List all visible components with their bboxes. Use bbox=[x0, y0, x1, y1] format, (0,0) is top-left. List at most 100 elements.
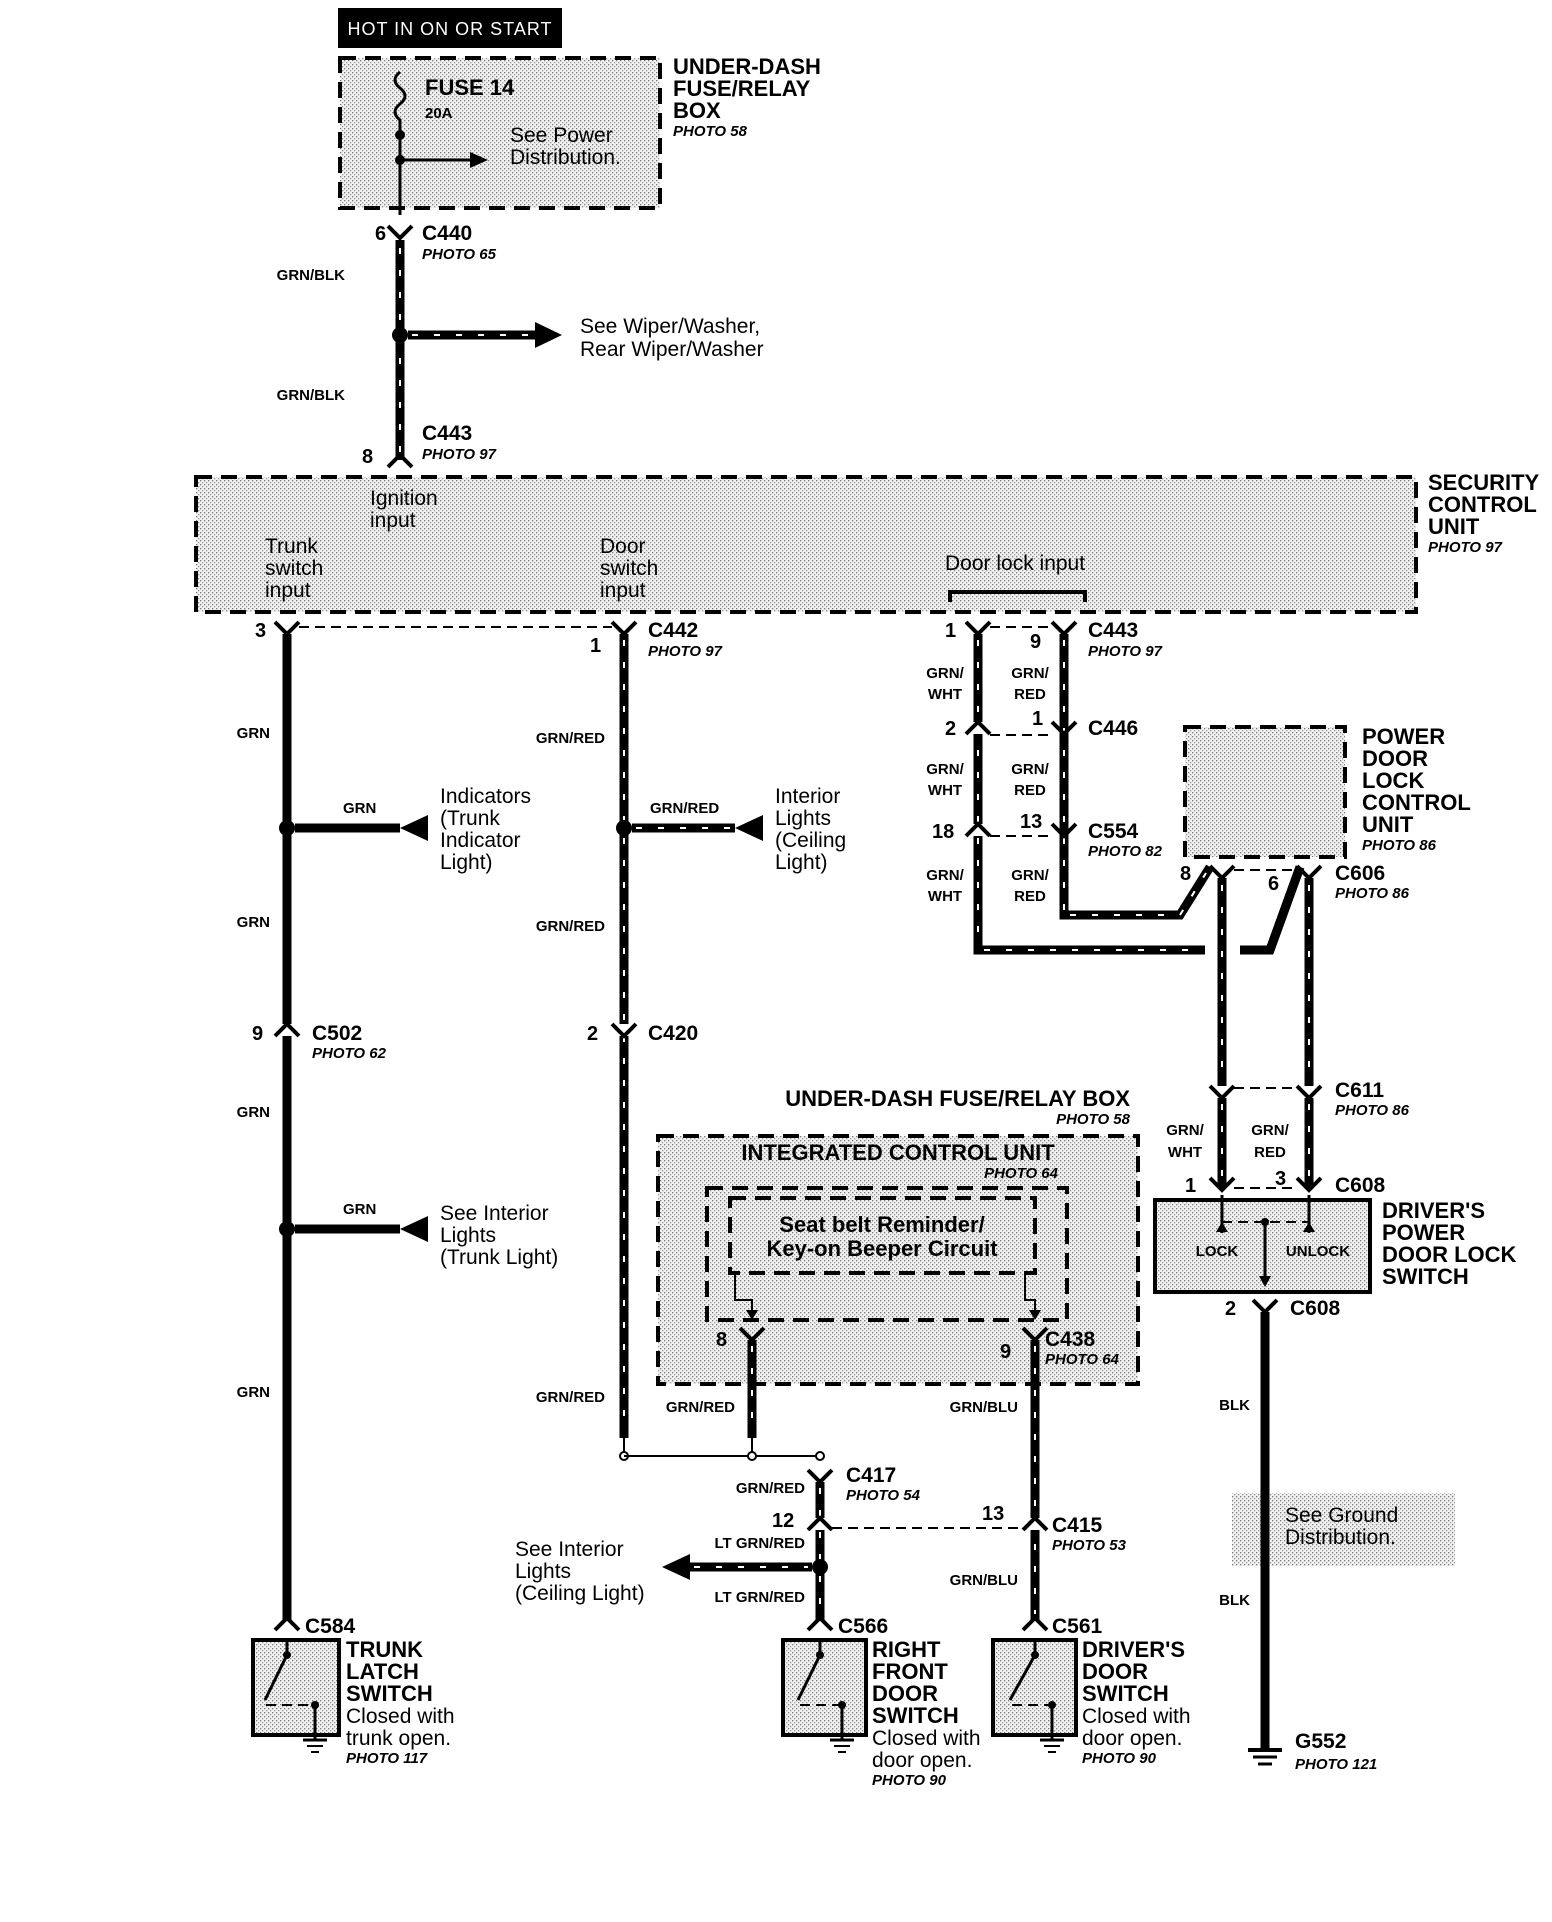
unlock-label: UNLOCK bbox=[1286, 1243, 1350, 1260]
rf-switch-note-2: door open. bbox=[872, 1749, 972, 1772]
lower-fuse-box-title: UNDER-DASH FUSE/RELAY BOX bbox=[785, 1086, 1130, 1111]
trunk-switch-title-2: LATCH bbox=[346, 1659, 419, 1684]
wire-label-grn-wht-1b: WHT bbox=[928, 686, 962, 703]
wire-label-grn-wht-2a: GRN/ bbox=[926, 761, 964, 778]
trunk-input-2: switch bbox=[265, 557, 323, 580]
ceiling-ref-3: (Ceiling Light) bbox=[515, 1582, 645, 1605]
dpdl-title-1: DRIVER'S bbox=[1382, 1198, 1485, 1223]
ignition-input-1: Ignition bbox=[370, 487, 438, 510]
c446-pin-b: 1 bbox=[1032, 708, 1043, 730]
interior-ref-1: Interior bbox=[775, 785, 840, 808]
c446-pin-a: 2 bbox=[945, 718, 956, 740]
c415-photo: PHOTO 53 bbox=[1052, 1537, 1127, 1554]
rf-switch-title-1: RIGHT bbox=[872, 1637, 941, 1662]
c443-lock-pin-a: 1 bbox=[945, 620, 956, 642]
c417-name: C417 bbox=[846, 1464, 896, 1487]
ground-ref-2: Distribution. bbox=[1285, 1526, 1396, 1549]
trunk-switch-note-2: trunk open. bbox=[346, 1727, 451, 1750]
indicators-ref-1: Indicators bbox=[440, 785, 531, 808]
power-door-lock-control-unit: POWER DOOR LOCK CONTROL UNIT PHOTO 86 bbox=[1183, 724, 1471, 859]
icu-title: INTEGRATED CONTROL UNIT bbox=[741, 1140, 1055, 1165]
lower-fuse-box-photo: PHOTO 58 bbox=[1056, 1111, 1131, 1128]
hot-banner-text: HOT IN ON OR START bbox=[347, 19, 552, 39]
seatbelt-line-1: Seat belt Reminder/ bbox=[779, 1212, 984, 1237]
c608-top-name: C608 bbox=[1335, 1174, 1386, 1197]
hot-banner bbox=[338, 8, 562, 48]
g552-photo: PHOTO 121 bbox=[1295, 1756, 1377, 1773]
rf-switch-photo: PHOTO 90 bbox=[872, 1772, 947, 1789]
door-input-1: Door bbox=[600, 535, 646, 558]
c608-top-pin-b: 3 bbox=[1275, 1168, 1286, 1190]
c502-photo: PHOTO 62 bbox=[312, 1045, 387, 1062]
wire-label-grn-red-3a: GRN/ bbox=[1011, 867, 1049, 884]
drv-switch-photo: PHOTO 90 bbox=[1082, 1750, 1157, 1767]
connector-c440: 6 C440 PHOTO 65 bbox=[375, 222, 497, 263]
wire-label-grn-wht-4b: WHT bbox=[1168, 1144, 1202, 1161]
c606-pin-a: 8 bbox=[1180, 863, 1191, 885]
wire-label-grn-red-1: GRN/RED bbox=[536, 730, 605, 747]
ground-g552: G552 PHOTO 121 bbox=[1248, 1730, 1377, 1773]
c554-pin-b: 13 bbox=[1020, 811, 1042, 833]
wire-grn-wht-cross-a bbox=[973, 945, 1205, 955]
pdl-title-5: UNIT bbox=[1362, 812, 1414, 837]
c606-photo: PHOTO 86 bbox=[1335, 885, 1410, 902]
rf-switch-note-1: Closed with bbox=[872, 1727, 981, 1750]
pdl-photo: PHOTO 86 bbox=[1362, 837, 1437, 854]
ignition-input-2: input bbox=[370, 509, 416, 532]
drv-switch-note-1: Closed with bbox=[1082, 1705, 1191, 1728]
wire-grn-red-cross bbox=[1059, 864, 1214, 920]
c417-pin: 12 bbox=[772, 1510, 794, 1532]
connector-c502: 9 C502 PHOTO 62 bbox=[252, 1021, 387, 1062]
fuse-box-title-1: UNDER-DASH bbox=[673, 54, 821, 79]
indicators-ref-3: Indicator bbox=[440, 829, 521, 852]
c438-name: C438 bbox=[1045, 1328, 1096, 1351]
trunk-light-ref-1: See Interior bbox=[440, 1202, 549, 1225]
drivers-power-door-lock-switch: LOCK UNLOCK DRIVER'S POWER DOOR LOCK SWI… bbox=[1153, 1195, 1517, 1294]
c438-pin-a: 8 bbox=[716, 1329, 727, 1351]
connector-c415: C415 PHOTO 53 bbox=[1052, 1514, 1127, 1554]
connector-c442: 3 1 C442 PHOTO 97 bbox=[255, 619, 723, 660]
wire-label-grn-red-3: GRN/RED bbox=[536, 1389, 605, 1406]
pdl-title-3: LOCK bbox=[1362, 768, 1424, 793]
c443-lock-name: C443 bbox=[1088, 619, 1138, 642]
c608-top-pin-a: 1 bbox=[1185, 1175, 1196, 1197]
c442-name: C442 bbox=[648, 619, 698, 642]
c438-photo: PHOTO 64 bbox=[1045, 1351, 1120, 1368]
interior-ref-4: Light) bbox=[775, 851, 828, 874]
wire-label-grn-3: GRN bbox=[237, 1104, 270, 1121]
wire-label-grn-wht-1a: GRN/ bbox=[926, 665, 964, 682]
c608-bottom-pin: 2 bbox=[1225, 1298, 1236, 1320]
pdl-title-1: POWER bbox=[1362, 724, 1445, 749]
c611-name: C611 bbox=[1335, 1079, 1384, 1102]
c446-name: C446 bbox=[1088, 717, 1138, 740]
arrow-ceiling-light-icon bbox=[662, 1554, 690, 1580]
wiper-ref-2: Rear Wiper/Washer bbox=[580, 338, 764, 361]
wire-label-grn-red-3b: RED bbox=[1014, 888, 1046, 905]
security-control-unit: SECURITY CONTROL UNIT PHOTO 97 Ignition … bbox=[194, 470, 1540, 614]
c554-name: C554 bbox=[1088, 820, 1139, 843]
c502-name: C502 bbox=[312, 1022, 362, 1045]
c502-pin: 9 bbox=[252, 1023, 263, 1045]
c440-pin: 6 bbox=[375, 223, 386, 245]
arrow-indicators-icon bbox=[400, 815, 428, 841]
door-input-3: input bbox=[600, 579, 646, 602]
arrow-trunk-light-icon bbox=[400, 1216, 428, 1242]
wire-label-grn-red-branch: GRN/RED bbox=[650, 800, 719, 817]
fuse-14-rating: 20A bbox=[425, 105, 453, 122]
c566-name: C566 bbox=[838, 1615, 888, 1638]
c443-lock-photo: PHOTO 97 bbox=[1088, 643, 1163, 660]
wire-label-grn-4: GRN bbox=[237, 1384, 270, 1401]
dpdl-title-2: POWER bbox=[1382, 1220, 1465, 1245]
wire-label-grn-wht-2b: WHT bbox=[928, 782, 962, 799]
wire-label-lt-grn-red-2: LT GRN/RED bbox=[714, 1589, 805, 1606]
interior-ref-2: Lights bbox=[775, 807, 831, 830]
dpdl-title-4: SWITCH bbox=[1382, 1264, 1469, 1289]
g552-name: G552 bbox=[1295, 1730, 1346, 1753]
wire-label-grn-red-2: GRN/RED bbox=[536, 918, 605, 935]
c443-top-pin: 8 bbox=[362, 446, 373, 468]
lock-label: LOCK bbox=[1196, 1243, 1239, 1260]
indicators-ref-4: Light) bbox=[440, 851, 493, 874]
wire-label-grn-red-4a: GRN/ bbox=[1251, 1122, 1289, 1139]
wire-label-grn-red-icu: GRN/RED bbox=[666, 1399, 735, 1416]
